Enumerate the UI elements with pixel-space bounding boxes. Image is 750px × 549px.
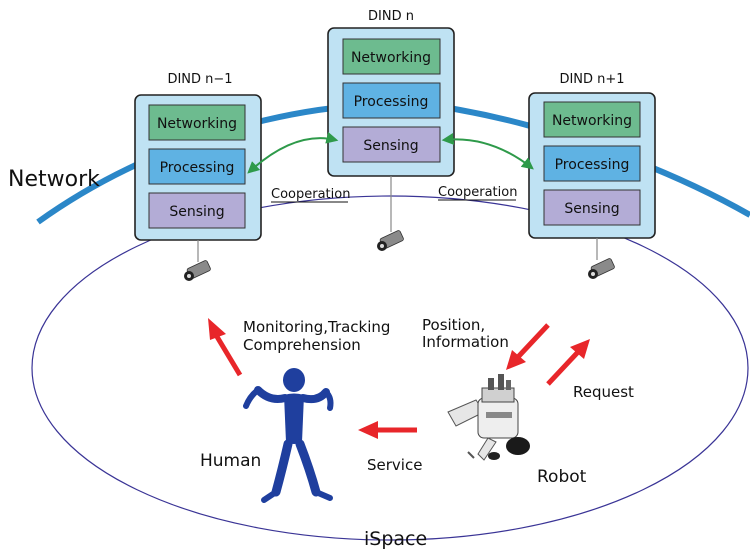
dind-left-processing-label: Processing <box>160 160 235 176</box>
cooperation-left-label: Cooperation <box>271 187 350 202</box>
dind-right-sensing-label: Sensing <box>564 201 619 217</box>
dind-center-networking <box>342 38 441 75</box>
comprehension-label: Comprehension <box>243 336 361 354</box>
camera-icon <box>184 260 211 281</box>
dind-right-title: DIND n+1 <box>559 72 624 87</box>
information-label: Information <box>422 333 509 351</box>
dind-center-title: DIND n <box>368 9 414 24</box>
dind-left-sensing-label: Sensing <box>169 204 224 220</box>
dind-right-processing <box>543 145 641 182</box>
dind-left-sensing <box>148 192 246 229</box>
dind-left-networking <box>148 104 246 141</box>
dind-right: DIND n+1 Networking Processing Sensing <box>528 72 656 239</box>
dind-center-sensing <box>342 126 441 163</box>
ispace-ellipse <box>31 195 749 541</box>
request-label: Request <box>573 383 634 401</box>
cooperation-arrow-right <box>441 133 534 170</box>
dind-center: DIND n Networking Processing Sensing <box>327 9 455 177</box>
dind-right-networking <box>543 101 641 138</box>
dind-right-sensing <box>543 189 641 226</box>
dind-center-networking-label: Networking <box>351 50 431 66</box>
service-label: Service <box>367 456 422 474</box>
dind-right-processing-label: Processing <box>555 157 630 173</box>
dind-center-processing <box>342 82 441 119</box>
arrow-request <box>546 339 590 386</box>
dind-left: DIND n−1 Networking Processing Sensing <box>134 72 262 241</box>
human-label: Human <box>200 451 261 471</box>
camera-icon <box>377 230 404 251</box>
ispace-label: iSpace <box>364 528 427 549</box>
dind-center-sensing-label: Sensing <box>363 138 418 154</box>
arrow-service <box>358 421 417 439</box>
monitoring-label: Monitoring,Tracking <box>243 318 390 336</box>
robot-icon <box>447 374 530 461</box>
dind-left-processing <box>148 148 246 185</box>
network-label: Network <box>8 167 100 192</box>
camera-icon <box>588 258 615 279</box>
human-figure-icon <box>243 368 334 503</box>
arrow-monitoring <box>208 318 243 377</box>
cooperation-arrow-left <box>247 131 339 174</box>
dind-left-networking-label: Networking <box>157 116 237 132</box>
position-label: Position, <box>422 316 485 334</box>
dind-left-title: DIND n−1 <box>167 72 232 87</box>
dind-right-networking-label: Networking <box>552 113 632 129</box>
arrow-position-information <box>506 323 550 370</box>
robot-label: Robot <box>537 467 587 487</box>
cooperation-right-label: Cooperation <box>438 185 517 200</box>
dind-center-processing-label: Processing <box>354 94 429 110</box>
